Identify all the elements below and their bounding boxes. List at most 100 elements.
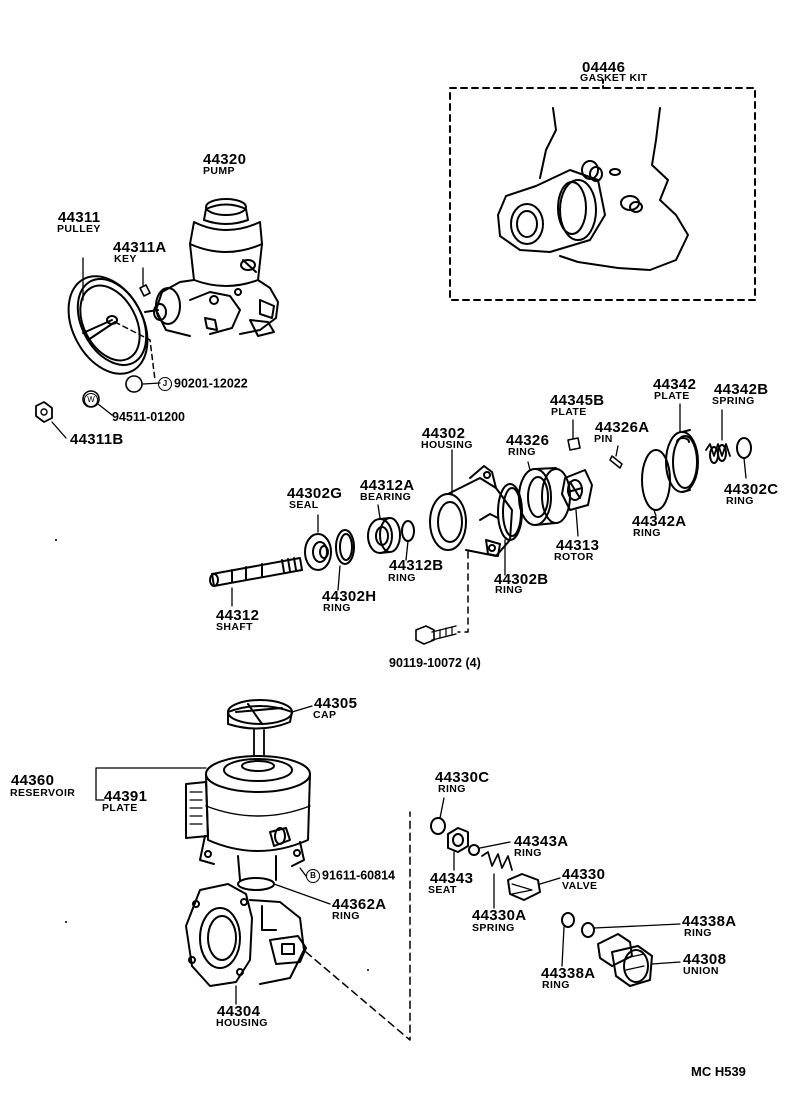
part-name-plate-44342: PLATE — [654, 390, 690, 402]
gasket-kit-illustration — [449, 79, 756, 301]
part-number-44338a-right: 44338A — [682, 913, 737, 930]
part-name-spring-44342b: SPRING — [712, 395, 755, 407]
part-name-bearing: BEARING — [360, 491, 412, 503]
part-number-44311: 44311 — [58, 209, 101, 226]
bearing-illustration — [367, 504, 401, 554]
part-number-44326: 44326 — [506, 432, 550, 449]
pin-illustration — [609, 445, 623, 469]
part-number-44302: 44302 — [422, 425, 466, 442]
part-number-44311a: 44311A — [113, 239, 167, 256]
part-number-44343a: 44343A — [514, 833, 569, 850]
part-number-44345b: 44345B — [550, 392, 605, 409]
part-number-44330a: 44330A — [472, 907, 527, 924]
part-number-44311b: 44311B — [70, 431, 124, 448]
part-name-cap: CAP — [313, 709, 337, 721]
plate-44391-illustration — [185, 781, 209, 839]
bolt-illustration — [415, 551, 469, 645]
part-number-44320: 44320 — [203, 151, 247, 168]
ring-44362a-illustration — [237, 877, 331, 905]
part-number-04446: 04446 — [582, 59, 626, 76]
b-badge-icon: B — [306, 869, 320, 883]
part-name-spring-44330a: SPRING — [472, 922, 515, 934]
j-badge-icon: J — [158, 377, 172, 391]
housing-44302-illustration — [429, 449, 513, 557]
part-name-ring-44302c: RING — [726, 495, 754, 507]
part-name-housing-44304: HOUSING — [216, 1017, 268, 1029]
nut-washer-illustration — [35, 375, 161, 439]
part-number-44342: 44342 — [653, 376, 697, 393]
ring-44302h-illustration — [335, 529, 355, 591]
valve-illustration — [507, 873, 561, 901]
rotor-illustration — [561, 469, 593, 537]
part-number-44312a: 44312A — [360, 477, 415, 494]
diagram-code: MC H539 — [691, 1064, 746, 1079]
part-name-plate-44345b: PLATE — [551, 406, 587, 418]
part-name-ring-44330c: RING — [438, 783, 466, 795]
part-number-44312b: 44312B — [389, 557, 444, 574]
ring-44302c-illustration — [736, 437, 752, 479]
part-number-44326a: 44326A — [595, 419, 650, 436]
union-illustration — [597, 933, 681, 987]
part-name-ring-44343a: RING — [514, 847, 542, 859]
part-number-44338a-left: 44338A — [541, 965, 596, 982]
ring-44330c-illustration — [430, 797, 446, 835]
part-name-ring-44312b: RING — [388, 572, 416, 584]
part-name-seal: SEAL — [289, 499, 319, 511]
plate-44345b-illustration — [567, 419, 581, 451]
part-name-rotor: ROTOR — [554, 551, 594, 563]
ring-44312b-illustration — [401, 520, 415, 561]
part-number-44305: 44305 — [314, 695, 358, 712]
part-number-44330: 44330 — [562, 866, 606, 883]
part-number-44360: 44360 — [11, 772, 55, 789]
part-number-94511-01200: 94511-01200 — [112, 410, 185, 424]
housing-44304-illustration — [185, 811, 411, 1041]
reservoir-illustration — [199, 755, 311, 881]
part-name-seat: SEAT — [428, 884, 457, 896]
part-name-ring-44338a-left: RING — [542, 979, 570, 991]
part-number-44342b: 44342B — [714, 381, 769, 398]
part-name-gasket-kit: GASKET KIT — [580, 72, 648, 84]
pulley-illustration — [67, 257, 149, 375]
part-name-union: UNION — [683, 965, 719, 977]
part-name-valve: VALVE — [562, 880, 598, 892]
part-number-44302g: 44302G — [287, 485, 343, 502]
pump-assembly-illustration — [144, 198, 279, 337]
reservoir-bracket — [95, 767, 207, 801]
part-number-44391: 44391 — [104, 788, 148, 805]
part-name-key: KEY — [114, 253, 137, 265]
cap-illustration — [227, 699, 313, 757]
part-name-housing-44302: HOUSING — [421, 439, 473, 451]
plate-44342-illustration — [665, 403, 699, 493]
part-number-44304: 44304 — [217, 1003, 261, 1020]
spring-44342b-illustration — [705, 409, 731, 464]
part-name-ring-44302b: RING — [495, 584, 523, 596]
part-name-ring-44362a: RING — [332, 910, 360, 922]
part-name-shaft: SHAFT — [216, 621, 253, 633]
spring-44330a-illustration — [481, 851, 513, 909]
part-number-90119-10072: 90119-10072 (4) — [389, 656, 481, 670]
part-name-ring-44326: RING — [508, 446, 536, 458]
ring-44338a-illustration — [561, 912, 681, 967]
part-number-44312: 44312 — [216, 607, 260, 624]
part-number-44313: 44313 — [556, 537, 600, 554]
part-number-44302c: 44302C — [724, 481, 779, 498]
part-number-44330c: 44330C — [435, 769, 490, 786]
part-number-44343: 44343 — [430, 870, 474, 887]
shaft-illustration — [209, 557, 303, 607]
part-name-ring-44302h: RING — [323, 602, 351, 614]
cam-ring-illustration — [518, 461, 571, 526]
part-number-44302b: 44302B — [494, 571, 549, 588]
part-name-ring-44338a-right: RING — [684, 927, 712, 939]
part-number-44308: 44308 — [683, 951, 727, 968]
part-number-44362a: 44362A — [332, 896, 387, 913]
seal-illustration — [304, 514, 332, 571]
part-number-44302h: 44302H — [322, 588, 377, 605]
part-number-44342a: 44342A — [632, 513, 687, 530]
part-name-ring-44342a: RING — [633, 527, 661, 539]
ring-44343a-illustration — [468, 841, 511, 856]
w-badge-icon: W — [84, 393, 98, 407]
part-name-plate-44391: PLATE — [102, 802, 138, 814]
part-name-pin: PIN — [594, 433, 613, 445]
